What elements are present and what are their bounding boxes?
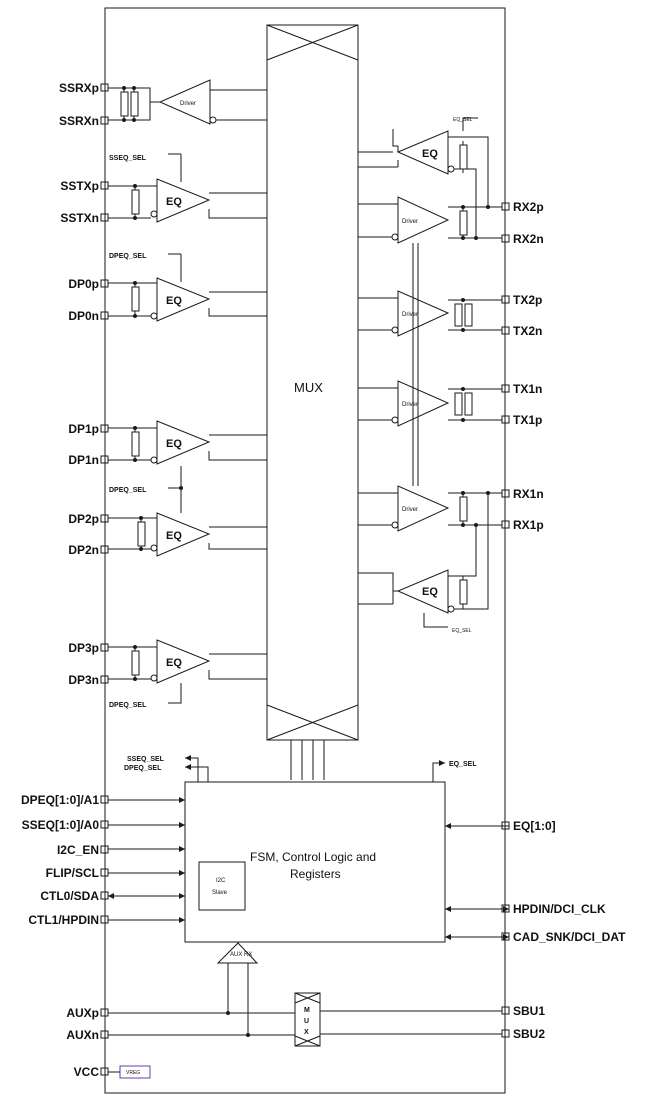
dp0-eq-label: EQ bbox=[166, 295, 182, 307]
pin-dp1n: DP1n bbox=[68, 453, 99, 467]
pin-hpdin: HPDIN/DCI_CLK bbox=[513, 902, 606, 916]
fsm-label-1: FSM, Control Logic and bbox=[250, 850, 376, 864]
dp3-eq bbox=[108, 639, 267, 704]
pin-dp0n: DP0n bbox=[68, 309, 99, 323]
junction-dots bbox=[122, 86, 490, 1037]
sstx-eq-label: EQ bbox=[166, 196, 182, 208]
rx2-eq-label: EQ bbox=[422, 148, 438, 160]
rx1-eq-label: EQ bbox=[422, 586, 438, 598]
pin-vcc: VCC bbox=[74, 1065, 100, 1079]
fsm-label-2: Registers bbox=[290, 867, 341, 881]
pin-ctl1: CTL1/HPDIN bbox=[28, 913, 99, 927]
eq-sel-label-top: EQ_SEL bbox=[453, 117, 473, 123]
pin-i2c-en: I2C_EN bbox=[57, 843, 99, 857]
dp1-eq-label: EQ bbox=[166, 438, 182, 450]
vreg-label: VREG bbox=[126, 1070, 140, 1076]
tx2-driver bbox=[358, 290, 502, 337]
pin-dp3p: DP3p bbox=[68, 641, 99, 655]
pin-dp1p: DP1p bbox=[68, 422, 99, 436]
rx2-eq bbox=[358, 117, 502, 239]
sstx-eq bbox=[108, 153, 267, 223]
dp2-eq bbox=[108, 488, 267, 557]
rx2-driver bbox=[358, 196, 502, 244]
rx2-driver-label: Driver bbox=[402, 219, 418, 225]
sbu-mux-u: U bbox=[304, 1018, 309, 1025]
pin-tx2p: TX2p bbox=[513, 293, 542, 307]
i2c-slave-block bbox=[198, 861, 246, 911]
pin-flip: FLIP/SCL bbox=[46, 866, 99, 880]
main-mux-label: MUX bbox=[294, 380, 323, 395]
dp1-eq bbox=[108, 420, 267, 489]
rx1-eq bbox=[358, 493, 489, 628]
dp2-eq-label: EQ bbox=[166, 530, 182, 542]
pin-rx2n: RX2n bbox=[513, 232, 544, 246]
sbu-mux-m: M bbox=[304, 1007, 310, 1014]
eq-sel-out-label: EQ_SEL bbox=[449, 761, 477, 768]
sbu-mux-x: X bbox=[304, 1029, 309, 1036]
pin-ssrxn: SSRXn bbox=[59, 114, 99, 128]
pin-sstxn: SSTXn bbox=[60, 211, 99, 225]
pin-rx1p: RX1p bbox=[513, 518, 544, 532]
chip-outline bbox=[104, 7, 506, 1094]
pin-sbu1: SBU1 bbox=[513, 1004, 545, 1018]
dp3-eq-label: EQ bbox=[166, 657, 182, 669]
pin-tx2n: TX2n bbox=[513, 324, 542, 338]
pin-ctl0: CTL0/SDA bbox=[40, 889, 99, 903]
pin-eq: EQ[1:0] bbox=[513, 819, 556, 833]
tx1-driver-label: Driver bbox=[402, 402, 418, 408]
pin-rx2p: RX2p bbox=[513, 200, 544, 214]
eq-sel-label-bottom: EQ_SEL bbox=[452, 628, 472, 634]
sseq-sel-label: SSEQ_SEL bbox=[109, 155, 147, 162]
pin-sseq: SSEQ[1:0]/A0 bbox=[22, 818, 100, 832]
pin-auxp: AUXp bbox=[66, 1006, 99, 1020]
pin-dp0p: DP0p bbox=[68, 277, 99, 291]
internal-labels: Driver EQ EQ EQ EQ EQ EQ EQ Driver Drive… bbox=[109, 101, 477, 1076]
sbu-mux bbox=[294, 992, 502, 1047]
rx1-driver-label: Driver bbox=[402, 507, 418, 513]
tx1-driver bbox=[358, 380, 502, 427]
dp0-eq bbox=[108, 253, 267, 322]
right-pin-labels: RX2p RX2n TX2p TX2n TX1n TX1p RX1n RX1p … bbox=[513, 200, 626, 1041]
dpeq-sel-label-1: DPEQ_SEL bbox=[109, 253, 147, 260]
pin-dp2n: DP2n bbox=[68, 543, 99, 557]
pin-auxn: AUXn bbox=[66, 1028, 99, 1042]
pin-rx1n: RX1n bbox=[513, 487, 544, 501]
i2c-label-2: Slave bbox=[212, 890, 228, 896]
rx1-driver bbox=[358, 485, 502, 532]
aux-rx bbox=[108, 942, 295, 1036]
aux-rx-label: AUX RX bbox=[230, 952, 252, 958]
pin-tx1n: TX1n bbox=[513, 382, 542, 396]
pin-sbu2: SBU2 bbox=[513, 1027, 545, 1041]
ssrx-driver-label: Driver bbox=[180, 101, 196, 107]
pin-ssrxp: SSRXp bbox=[59, 81, 99, 95]
dpeq-sel-out-label: DPEQ_SEL bbox=[124, 765, 162, 772]
i2c-label-1: I2C bbox=[216, 878, 226, 884]
pin-tx1p: TX1p bbox=[513, 413, 542, 427]
pin-dpeq: DPEQ[1:0]/A1 bbox=[21, 793, 99, 807]
pin-cad: CAD_SNK/DCI_DAT bbox=[513, 930, 626, 944]
pin-sstxp: SSTXp bbox=[60, 179, 99, 193]
fsm-block bbox=[184, 781, 446, 943]
sseq-sel-out-label: SSEQ_SEL bbox=[127, 756, 165, 763]
left-pin-labels: SSRXp SSRXn SSTXp SSTXn DP0p DP0n DP1p D… bbox=[21, 81, 99, 1079]
arrowheads bbox=[108, 755, 509, 940]
dpeq-sel-label-3: DPEQ_SEL bbox=[109, 702, 147, 709]
dpeq-sel-label-2: DPEQ_SEL bbox=[109, 487, 147, 494]
pin-dp3n: DP3n bbox=[68, 673, 99, 687]
pin-dp2p: DP2p bbox=[68, 512, 99, 526]
tx2-driver-label: Driver bbox=[402, 312, 418, 318]
